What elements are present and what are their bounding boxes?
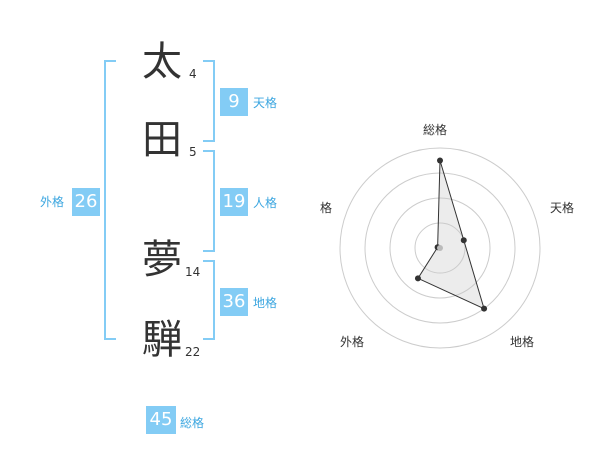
radar-ring-4 (339, 147, 541, 349)
radar-point-1 (437, 157, 443, 164)
radar-axis-label-4: 外格 (340, 334, 364, 349)
gaikaku-label: 外格 (40, 195, 65, 209)
name-char-2: 田 (142, 117, 182, 163)
name-char-1: 太 (142, 39, 182, 85)
radar-axis-label-2: 天格 (550, 200, 574, 215)
jinkaku-label: 人格 (253, 196, 278, 210)
radar-ring-1 (414, 222, 466, 274)
gaikaku-bracket (104, 60, 116, 340)
chikaku-label: 地格 (253, 296, 278, 310)
name-char-4: 騨 (142, 317, 182, 363)
radar-axis-label-5: 人格 (320, 200, 332, 215)
radar-point-4 (414, 275, 421, 282)
radar-point-2 (460, 237, 467, 244)
radar-center (437, 245, 443, 251)
radar-ring-2 (389, 197, 491, 299)
radar-axis-label-3: 地格 (510, 334, 534, 349)
jinkaku-value: 19 (220, 188, 248, 216)
tenkaku-label: 天格 (253, 96, 278, 110)
stroke-count-4: 22 (185, 345, 201, 359)
radar-area (417, 160, 485, 310)
chikaku-bracket (203, 260, 215, 340)
radar-axis-label-1: 総格 (423, 122, 447, 137)
tenkaku-value: 9 (220, 88, 248, 116)
stroke-count-2: 5 (189, 145, 197, 159)
name-char-3: 夢 (142, 237, 182, 283)
gaikaku-value: 26 (72, 188, 100, 216)
radar-point-3 (481, 305, 488, 312)
stroke-count-3: 14 (185, 265, 201, 279)
soukaku-label: 総格 (180, 416, 205, 430)
jinkaku-bracket (203, 150, 215, 252)
chikaku-value: 36 (220, 288, 248, 316)
stroke-count-1: 4 (189, 67, 197, 81)
soukaku-value: 45 (146, 406, 176, 434)
tenkaku-bracket (203, 60, 215, 142)
